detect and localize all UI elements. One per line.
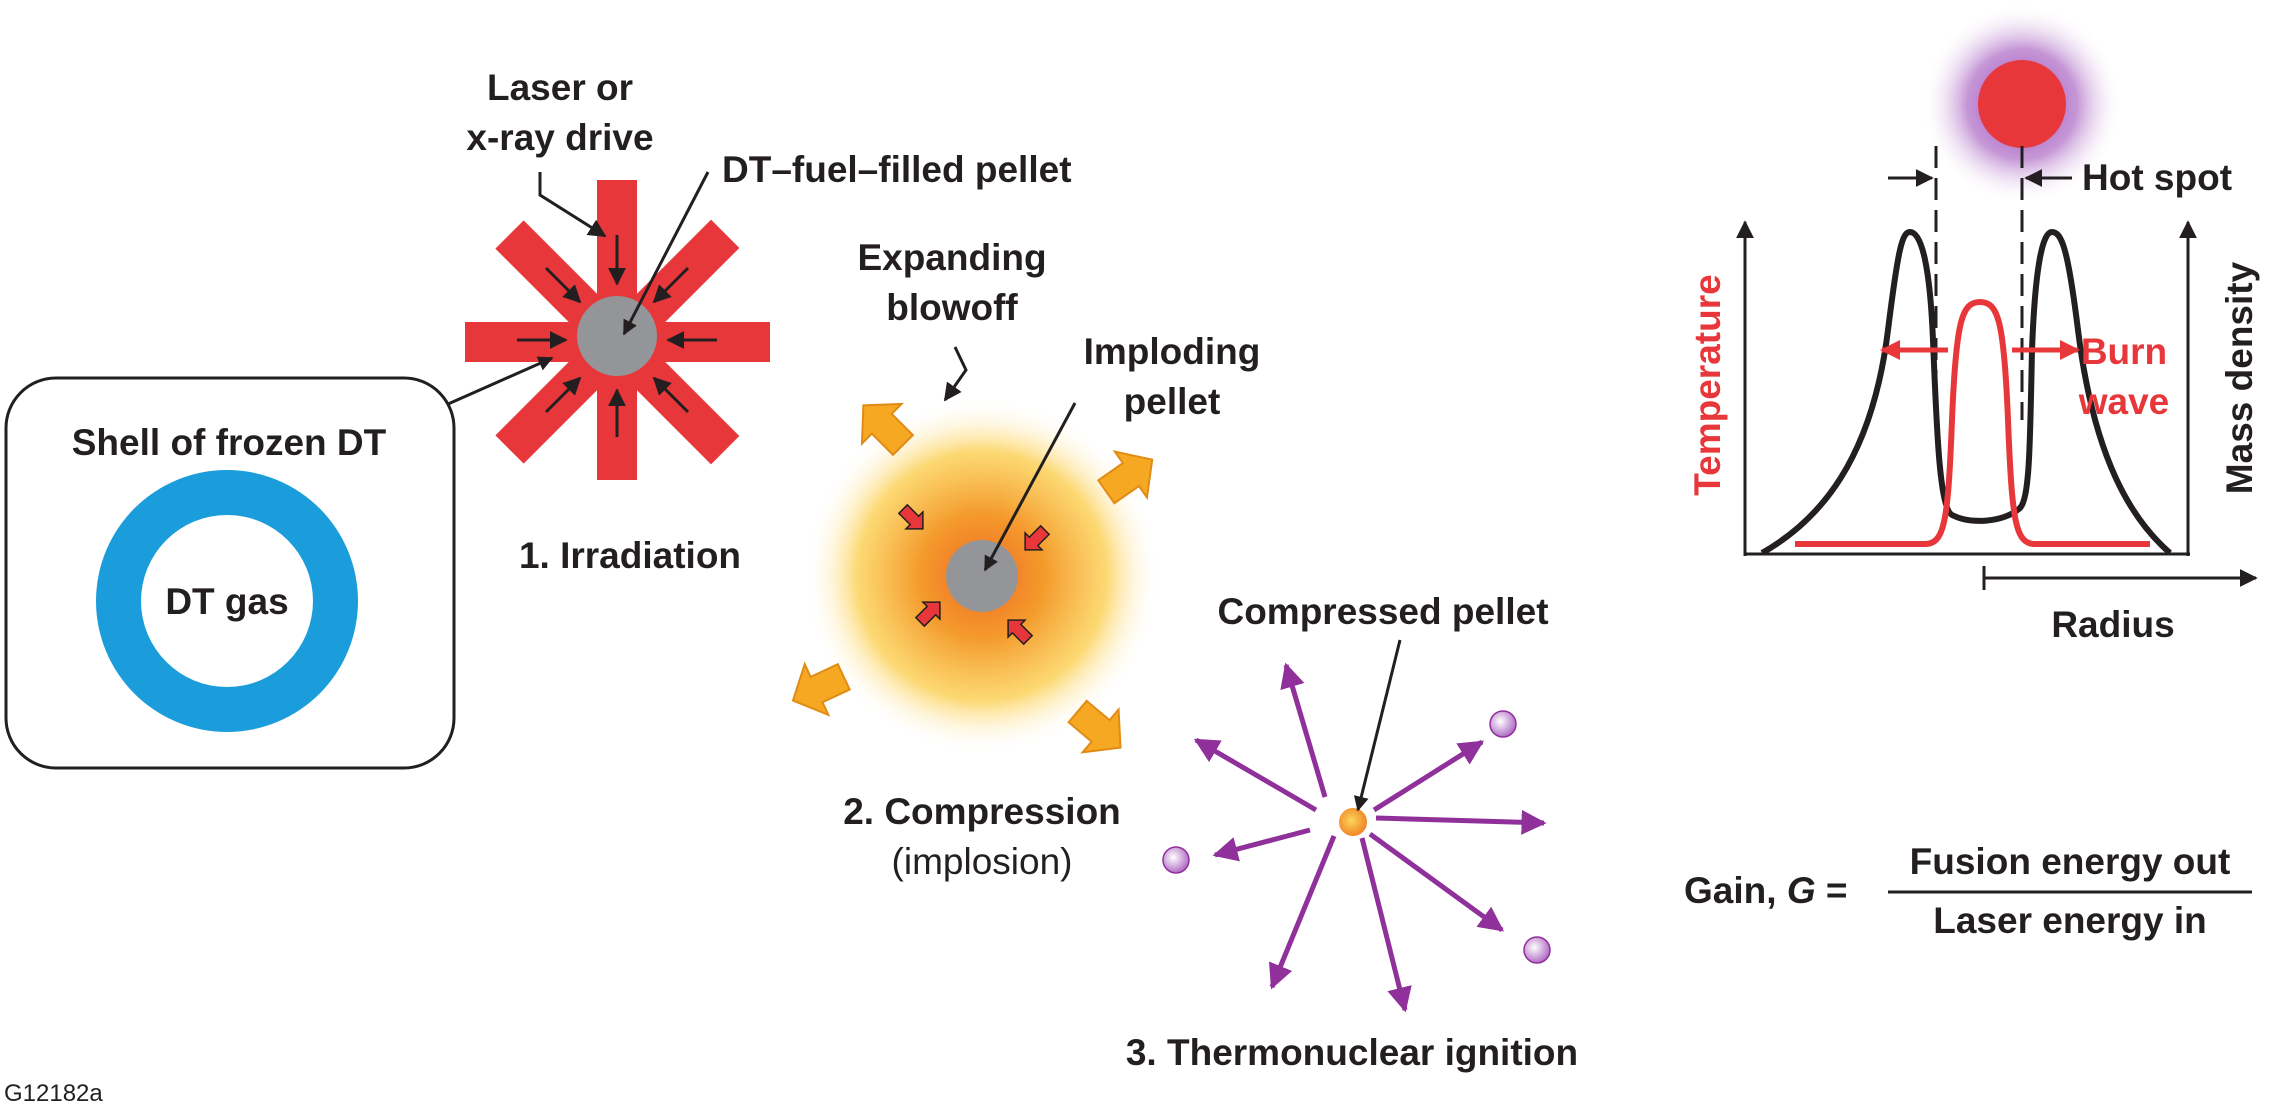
burn-label-line2: wave <box>2078 381 2170 422</box>
compression-label-line2: (implosion) <box>892 841 1073 882</box>
compressed-pellet-icon <box>1335 804 1371 840</box>
expanding-label-line1: Expanding <box>857 237 1046 278</box>
irradiation-label: 1. Irradiation <box>519 535 741 576</box>
ignition-label: 3. Thermonuclear ignition <box>1126 1032 1578 1073</box>
pellet-icon <box>577 296 657 376</box>
ignition-rays <box>1193 662 1547 1013</box>
compressed-pellet-label: Compressed pellet <box>1217 591 1548 632</box>
laser-label-line2: x-ray drive <box>466 117 653 158</box>
laser-label: Laser or x-ray drive <box>466 67 653 158</box>
burn-label-line1: Burn <box>2081 331 2167 372</box>
gain-lhs: Gain, G = <box>1684 870 1847 911</box>
hot-spot-icon <box>1978 60 2066 148</box>
gain-denominator: Laser energy in <box>1933 900 2207 941</box>
temperature-curve <box>1795 298 2150 547</box>
ignition-panel: Compressed pellet 3. Thermonuclear ignit… <box>1126 591 1578 1073</box>
figure-id: G12182a <box>4 1080 103 1107</box>
expanding-label-line2: blowoff <box>886 287 1018 328</box>
dt-gas-label: DT gas <box>165 581 288 622</box>
gain-formula: Gain, G = Fusion energy out Laser energy… <box>1684 841 2252 941</box>
temperature-label: Temperature <box>1687 274 1728 495</box>
hot-spot-plot: Hot spot Burn wave Temperature Mass dens… <box>1687 4 2260 645</box>
drive-arrows <box>517 235 717 437</box>
blowoff-arrows <box>791 402 1154 754</box>
gain-numerator: Fusion energy out <box>1910 841 2231 882</box>
pellet-leader <box>622 171 710 336</box>
irradiation-panel: Laser or x-ray drive DT–fuel–filled pell… <box>429 67 1072 576</box>
imploding-leader <box>983 402 1077 572</box>
compression-panel: Expanding blowoff Imploding pellet 2. Co… <box>791 237 1261 882</box>
compressed-leader <box>1353 639 1402 812</box>
shell-leader <box>429 356 554 414</box>
density-curve <box>1760 228 2172 556</box>
imploding-label-line2: pellet <box>1124 381 1221 422</box>
mass-density-label: Mass density <box>2219 261 2260 494</box>
shell-label: Shell of frozen DT <box>72 422 387 463</box>
blowoff-leader <box>943 346 968 402</box>
imploding-pellet-icon <box>946 540 1018 612</box>
compression-label-line1: 2. Compression <box>843 791 1121 832</box>
dt-gas-core <box>141 515 313 687</box>
dt-fuel-pellet-label: DT–fuel–filled pellet <box>722 149 1072 190</box>
fusion-particles <box>1162 710 1551 964</box>
implosion-arrows <box>897 503 1051 646</box>
laser-label-line1: Laser or <box>487 67 633 108</box>
hot-spot-label: Hot spot <box>2082 157 2232 198</box>
imploding-label-line1: Imploding <box>1084 331 1261 372</box>
laser-leader <box>538 172 607 238</box>
shell-inset: Shell of frozen DT DT gas <box>4 376 456 770</box>
radius-label: Radius <box>2051 604 2174 645</box>
